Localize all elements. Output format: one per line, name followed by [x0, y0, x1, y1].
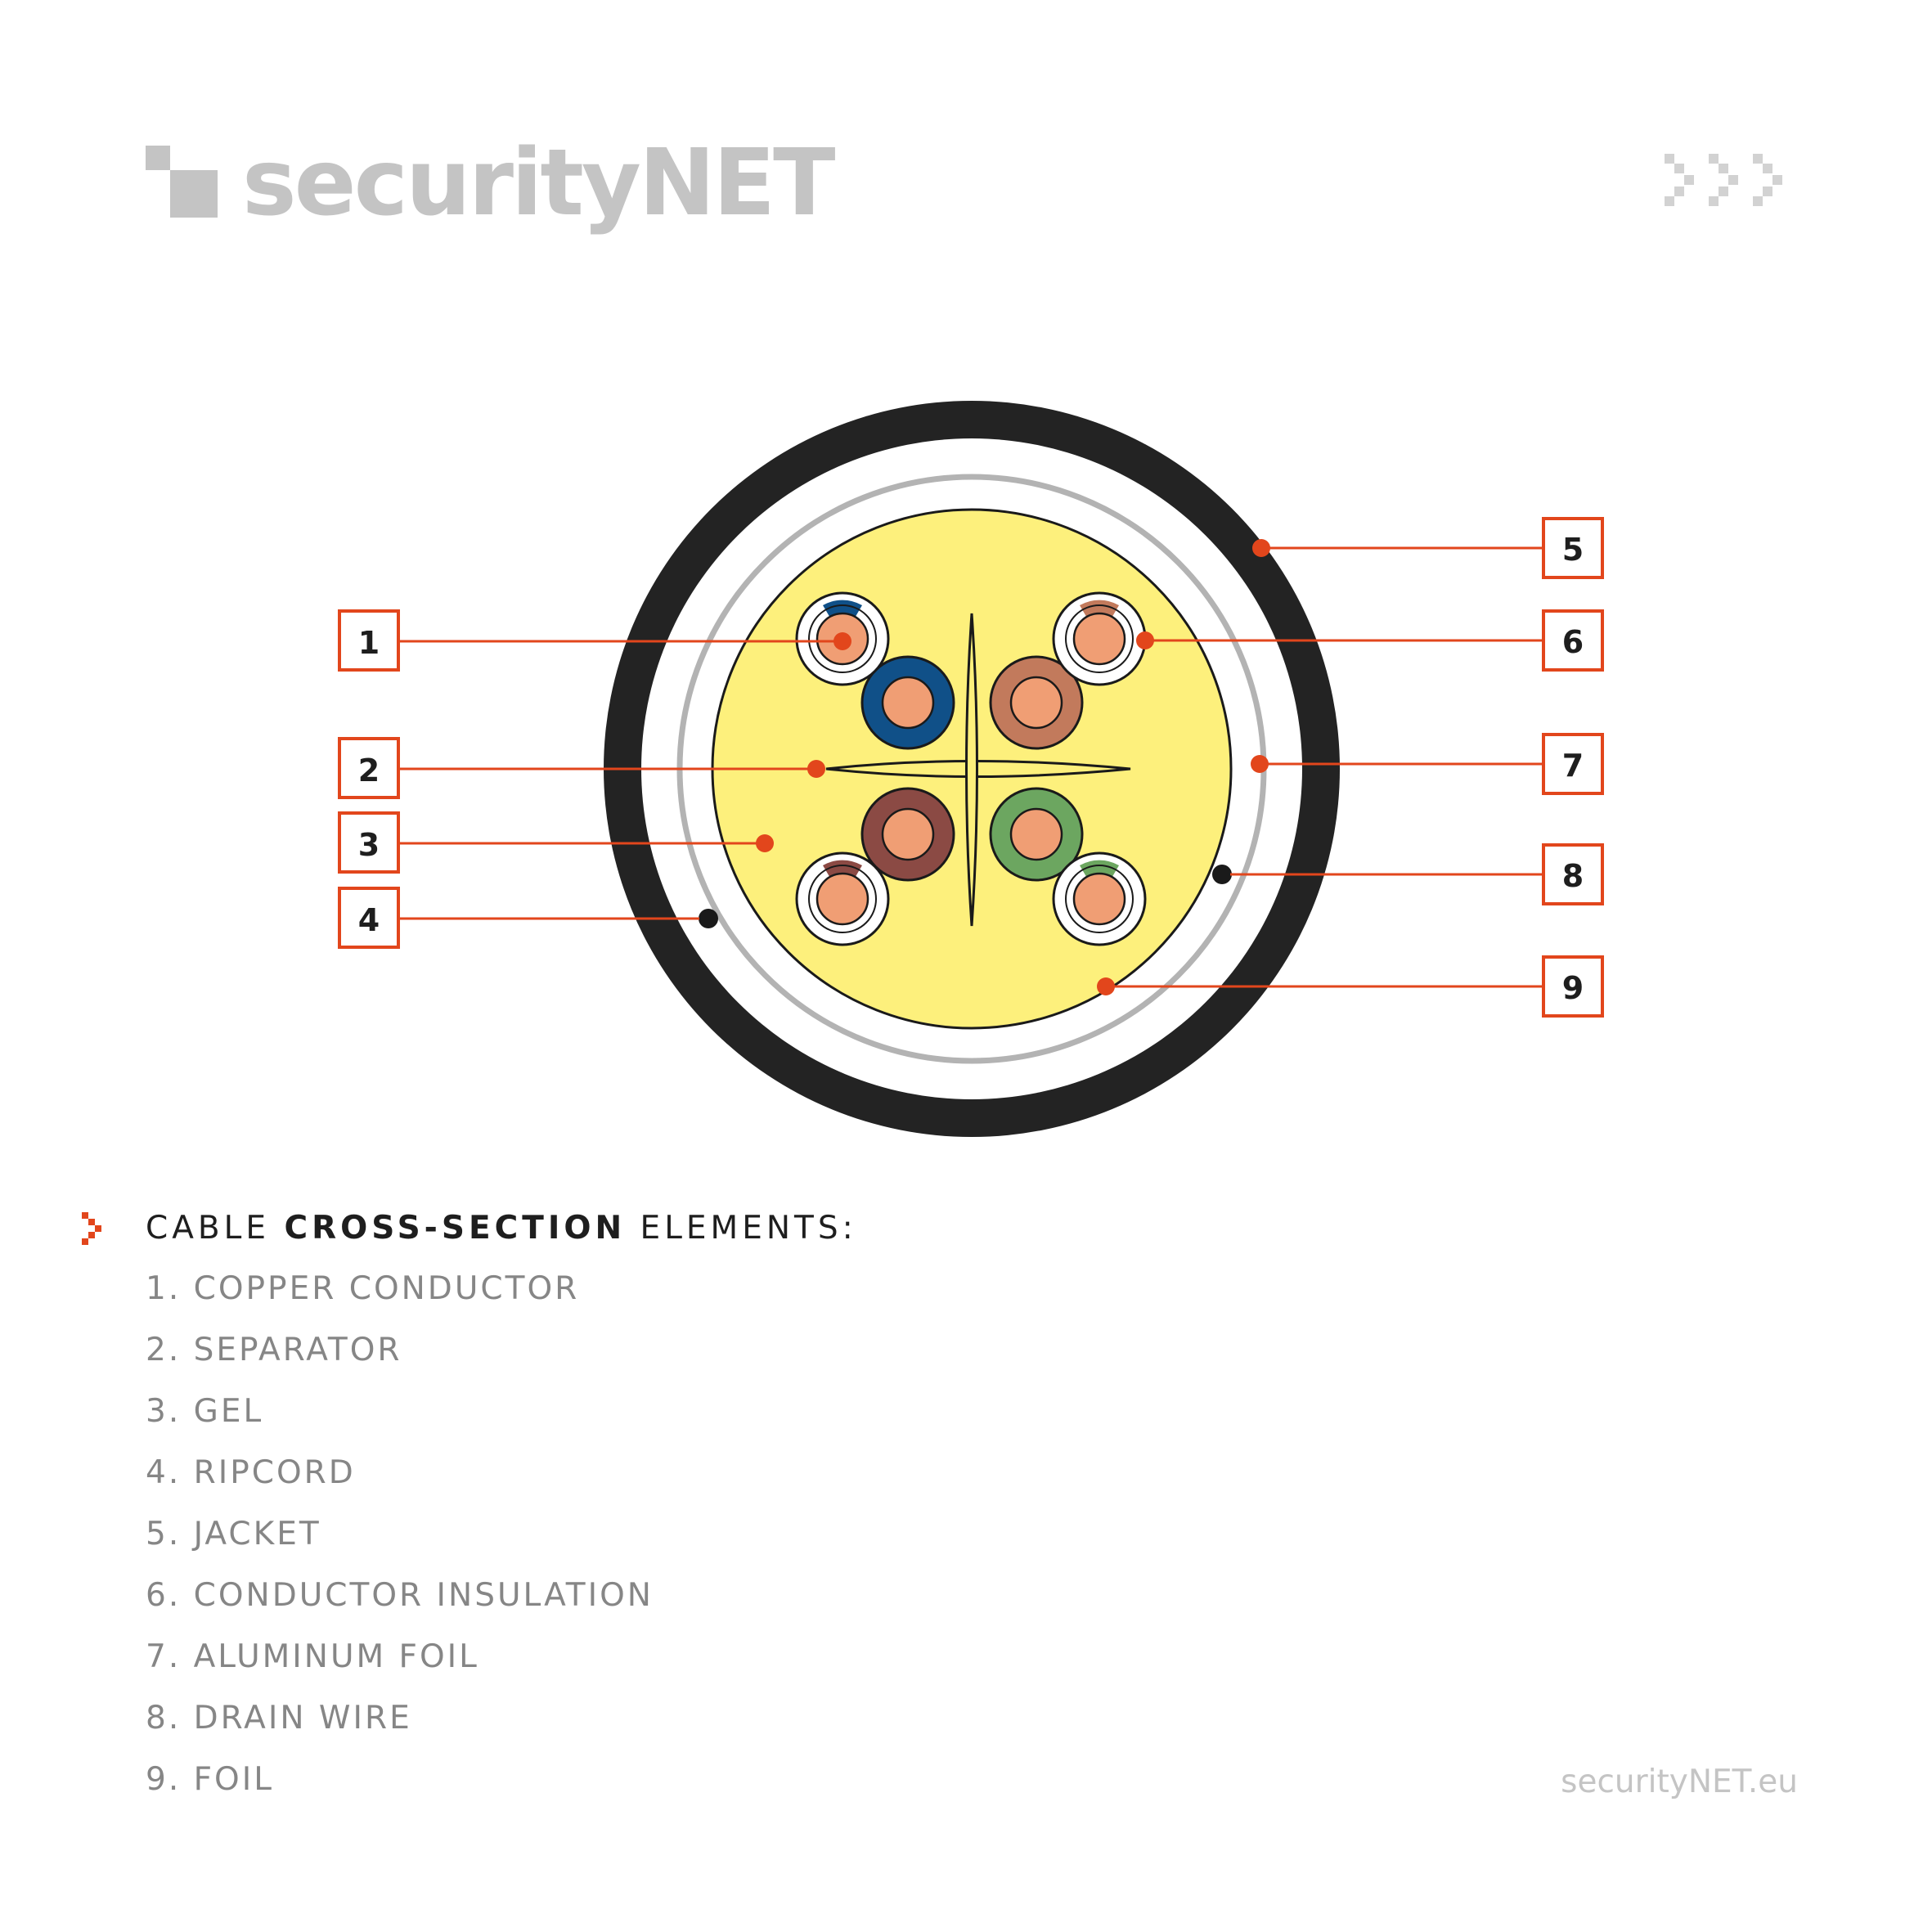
legend-item: 9. FOIL: [146, 1761, 274, 1798]
legend-title-suffix: ELEMENTS:: [640, 1210, 857, 1247]
callout-3: 3: [338, 811, 774, 874]
callout-box-2: [338, 737, 400, 799]
callout-number-2: 2: [358, 753, 380, 789]
legend-item: 3. GEL: [146, 1393, 264, 1430]
separator-vertical: [965, 613, 978, 927]
conductor-white-green: [1052, 851, 1147, 946]
callout-1: 1: [338, 609, 851, 672]
legend-title-emphasis: CROSS-SECTION: [284, 1210, 627, 1247]
legend-title: CABLE CROSS-SECTION ELEMENTS:: [146, 1209, 857, 1248]
callout-6: 6: [1136, 609, 1604, 672]
brand-name: securityNET: [242, 130, 836, 236]
legend-item: 5. JACKET: [146, 1516, 321, 1552]
legend-item: 7. ALUMINUM FOIL: [146, 1638, 479, 1675]
callout-number-9: 9: [1562, 970, 1584, 1006]
callout-number-5: 5: [1562, 532, 1584, 568]
callout-box-5: [1542, 517, 1604, 579]
conductor-green: [989, 787, 1084, 882]
callout-4: 4: [338, 887, 699, 949]
callout-box-6: [1542, 609, 1604, 672]
brand-logo-icon: [146, 146, 218, 218]
legend-title-prefix: CABLE: [146, 1210, 271, 1247]
chevrons-icon: [1665, 154, 1782, 206]
legend-arrow-icon: [82, 1212, 101, 1245]
callout-number-1: 1: [358, 625, 380, 661]
callout-9: 9: [1097, 955, 1604, 1018]
conductor-brown: [860, 787, 955, 882]
callout-number-8: 8: [1562, 858, 1584, 894]
callout-7: 7: [1251, 733, 1604, 795]
callout-box-7: [1542, 733, 1604, 795]
callout-box-1: [338, 609, 400, 672]
legend-list: 1. COPPER CONDUCTOR 2. SEPARATOR 3. GEL …: [146, 1269, 857, 1822]
callout-box-9: [1542, 955, 1604, 1018]
callout-box-8: [1542, 843, 1604, 905]
drain-wire: [1212, 865, 1232, 884]
conductor-white-orange: [1052, 591, 1147, 686]
legend-item: 1. COPPER CONDUCTOR: [146, 1270, 580, 1307]
conductor-blue: [860, 655, 955, 750]
callout-8: 8: [1230, 843, 1604, 905]
footer-url: securityNET.eu: [1561, 1764, 1798, 1800]
callout-5: 5: [1252, 517, 1604, 579]
callout-number-4: 4: [358, 902, 380, 938]
conductor-white-brown: [795, 851, 890, 946]
legend: CABLE CROSS-SECTION ELEMENTS: 1. COPPER …: [82, 1209, 857, 1822]
callout-number-7: 7: [1562, 748, 1584, 784]
callout-2: 2: [338, 737, 825, 799]
conductor-orange: [989, 655, 1084, 750]
legend-item: 2. SEPARATOR: [146, 1332, 402, 1368]
callout-number-6: 6: [1562, 624, 1584, 660]
ripcord: [699, 909, 718, 928]
callout-box-3: [338, 811, 400, 874]
legend-item: 8. DRAIN WIRE: [146, 1700, 412, 1737]
callout-number-3: 3: [358, 827, 380, 863]
legend-item: 6. CONDUCTOR INSULATION: [146, 1577, 654, 1614]
callout-box-4: [338, 887, 400, 949]
legend-item: 4. RIPCORD: [146, 1454, 356, 1491]
